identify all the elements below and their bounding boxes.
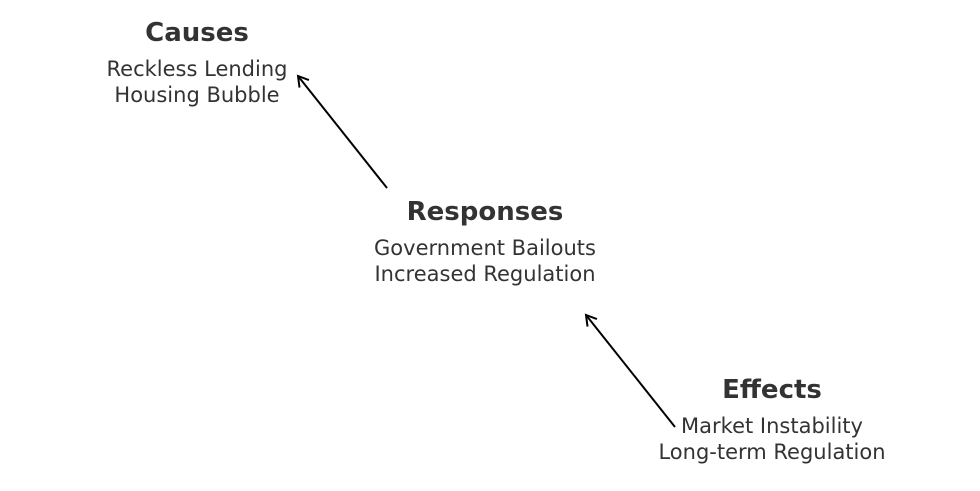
causes-title: Causes bbox=[145, 18, 249, 48]
effects-item: Market Instability bbox=[681, 414, 863, 438]
effects-title: Effects bbox=[722, 375, 822, 405]
effects-item: Long-term Regulation bbox=[658, 440, 886, 464]
responses-item: Increased Regulation bbox=[374, 262, 596, 286]
causes-item: Reckless Lending bbox=[106, 57, 288, 81]
causes-node: Causes Reckless Lending Housing Bubble bbox=[107, 18, 288, 108]
arrow-responses-to-causes bbox=[296, 74, 388, 189]
effects-node: Effects Market Instability Long-term Reg… bbox=[658, 375, 885, 465]
causes-item: Housing Bubble bbox=[114, 83, 280, 107]
responses-title: Responses bbox=[406, 197, 564, 227]
responses-node: Responses Government Bailouts Increased … bbox=[374, 197, 596, 287]
responses-item: Government Bailouts bbox=[374, 236, 596, 260]
